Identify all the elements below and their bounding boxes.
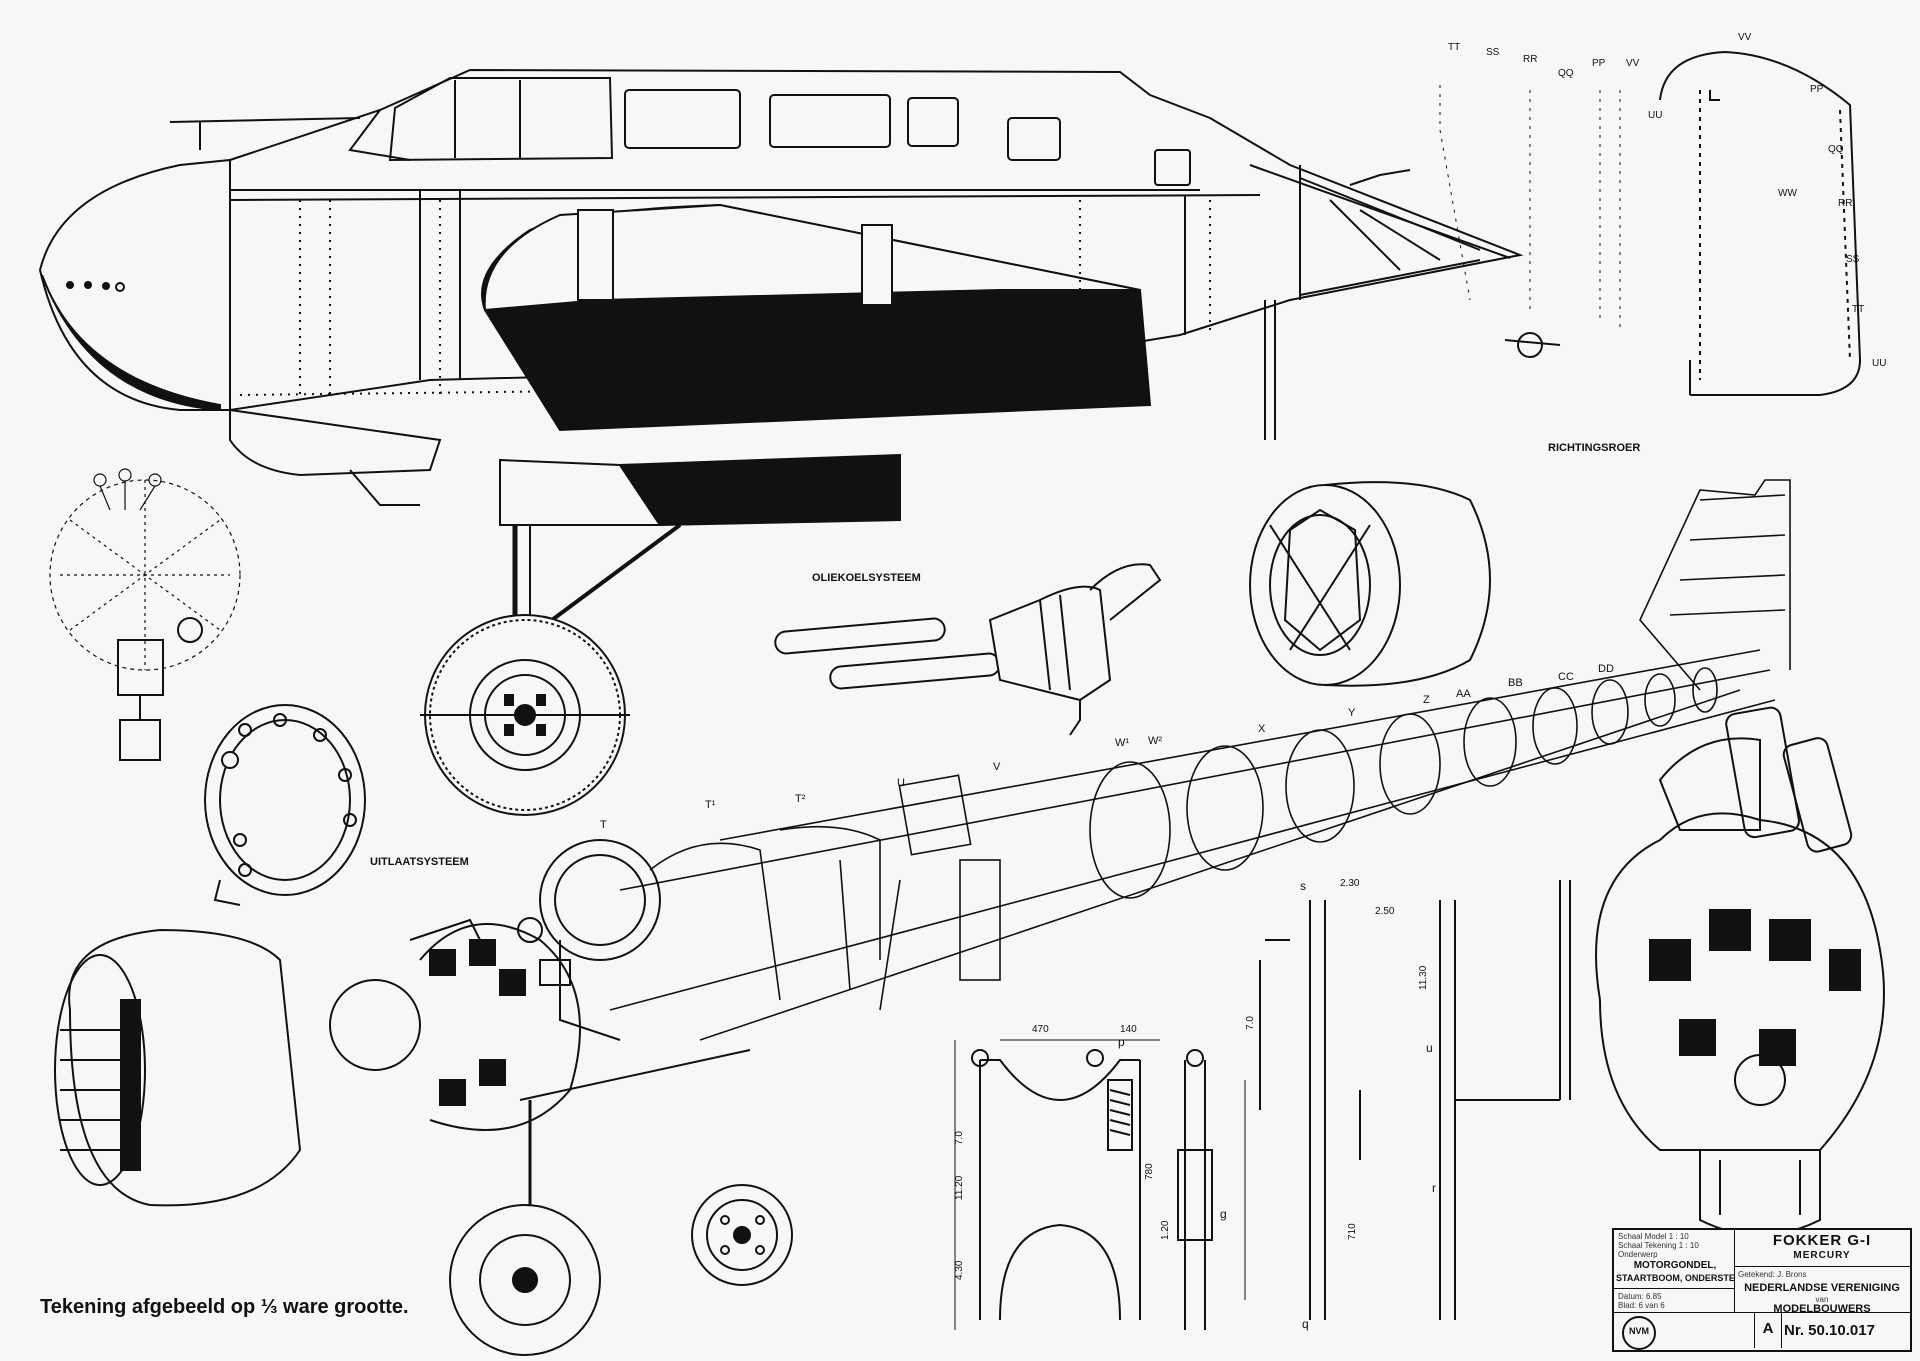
station-top-2: RR <box>1523 54 1537 65</box>
part-letter-p: p <box>1118 1035 1125 1049</box>
station-boom-12: CC <box>1558 671 1574 683</box>
drawing-caption: Tekening afgebeeld op ⅓ ware grootte. <box>40 1296 409 1318</box>
part-letter-r: r <box>1432 1181 1436 1195</box>
station-rudder-0: VV <box>1738 32 1752 43</box>
dimension-7: 2.50 <box>1375 906 1395 917</box>
oil-cooling-system <box>774 563 1162 736</box>
dimension-11: 710 <box>1347 1223 1358 1240</box>
station-boom-13: DD <box>1598 663 1614 675</box>
station-top-5: VV <box>1626 58 1640 69</box>
tb-left-top <box>1614 1230 1735 1289</box>
tb-blad: Blad: 6 van 6 <box>1618 1301 1665 1310</box>
station-rudder-3: RR <box>1838 198 1852 209</box>
tb-scale-model: Schaal Model 1 : 10 <box>1618 1232 1689 1241</box>
station-boom-9: Z <box>1423 694 1430 706</box>
dimension-1: 140 <box>1120 1024 1137 1035</box>
station-rudder-left-0: UU <box>1648 110 1662 121</box>
nvm-logo: NVM <box>1622 1316 1656 1350</box>
dimension-10: 4.30 <box>954 1260 965 1280</box>
nvm-logo-text: NVM <box>1629 1326 1649 1336</box>
dimension-3: 11.20 <box>954 1175 965 1200</box>
tb-subject-2: STAARTBOOM, ONDERSTEL <box>1616 1273 1734 1283</box>
station-rudder-1: PP <box>1810 84 1824 95</box>
station-top-4: PP <box>1592 58 1606 69</box>
label-rudder: RICHTINGSROER <box>1548 442 1640 454</box>
station-boom-6: W² <box>1148 735 1162 747</box>
tail-boom-truss <box>609 479 1791 1041</box>
tb-getekend: Getekend: J. Brons <box>1738 1270 1807 1279</box>
station-boom-8: Y <box>1348 707 1356 719</box>
tb-onderwerp: Onderwerp <box>1618 1250 1658 1259</box>
gear-strut-details <box>954 880 1571 1330</box>
tb-divider <box>1614 1312 1910 1313</box>
exhaust-ring <box>204 704 366 906</box>
radial-engine-left <box>329 839 661 1131</box>
label-exhaust: UITLAATSYSTEEM <box>370 856 469 868</box>
title-block: Schaal Model 1 : 10 Schaal Tekening 1 : … <box>1612 1228 1912 1352</box>
radial-engine-right <box>1595 706 1885 1236</box>
nacelle-side-view <box>38 68 1524 527</box>
station-rudder-2: QQ <box>1828 144 1844 155</box>
station-boom-7: X <box>1258 723 1266 735</box>
dimension-8: 7.0 <box>1245 1016 1256 1030</box>
station-boom-5: W¹ <box>1115 737 1129 749</box>
station-boom-2: T² <box>795 793 806 805</box>
station-boom-1: T¹ <box>705 799 716 811</box>
tb-datum: Datum: 6.85 <box>1618 1292 1662 1301</box>
dimension-0: 470 <box>1032 1024 1049 1035</box>
label-oil-cooling: OLIEKOELSYSTEEM <box>812 572 921 584</box>
station-boom-11: BB <box>1508 677 1523 689</box>
station-boom-0: T <box>600 819 607 831</box>
dimension-2: 780 <box>1144 1163 1155 1180</box>
rudder-outline <box>1439 50 1862 396</box>
engine-front-view-diagram <box>49 468 241 761</box>
dimension-4: 7.0 <box>954 1131 965 1145</box>
tb-engine-name: MERCURY <box>1793 1250 1851 1261</box>
tb-sheet-box: A <box>1754 1312 1782 1348</box>
dimension-9: 11.30 <box>1418 965 1429 990</box>
tb-org-1: NEDERLANDSE VERENIGING <box>1744 1282 1900 1294</box>
tb-org-van: van <box>1815 1295 1829 1304</box>
station-top-0: TT <box>1448 42 1460 53</box>
main-gear-wheel <box>420 523 682 816</box>
tb-subject-1: MOTORGONDEL, <box>1633 1260 1717 1271</box>
station-top-3: QQ <box>1558 68 1574 79</box>
station-rudder-5: TT <box>1852 304 1864 315</box>
dimension-5: 1.20 <box>1160 1220 1171 1240</box>
lower-gear-wheel <box>449 1049 793 1356</box>
station-rudder-left-1: WW <box>1778 188 1797 199</box>
tb-right-top <box>1734 1230 1910 1267</box>
engine-cowling-ring <box>1249 481 1491 687</box>
station-boom-4: V <box>993 761 1001 773</box>
tb-scale-drawing: Schaal Tekening 1 : 10 <box>1618 1241 1699 1250</box>
part-letter-s: s <box>1300 879 1306 893</box>
tb-drawing-number: Nr. 50.10.017 <box>1784 1322 1875 1339</box>
dimension-6: 2.30 <box>1340 878 1360 889</box>
tb-aircraft-name: FOKKER G-I <box>1772 1232 1872 1249</box>
part-letter-q: q <box>1302 1317 1309 1331</box>
tb-sheet-letter: A <box>1762 1320 1774 1337</box>
station-boom-10: AA <box>1456 688 1471 700</box>
cowl-front-left <box>54 928 302 1207</box>
station-top-1: SS <box>1486 47 1500 58</box>
part-letter-u: u <box>1426 1041 1433 1055</box>
station-rudder-4: SS <box>1846 254 1860 265</box>
part-letter-g: g <box>1220 1207 1227 1221</box>
station-rudder-6: UU <box>1872 358 1886 369</box>
station-boom-3: U <box>897 777 905 789</box>
